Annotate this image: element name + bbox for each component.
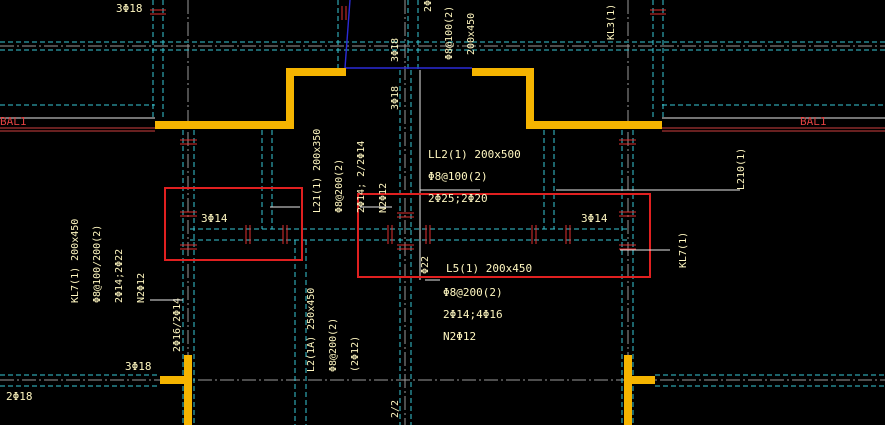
bal1-lines xyxy=(0,127,885,132)
label-ll2-stirrup: Φ8@100(2) xyxy=(428,170,488,183)
label-l2-name: L2(1A) 250x450 xyxy=(306,288,317,372)
label-ll2-bars: 2Φ25;2Φ20 xyxy=(428,192,488,205)
label-top-2d14: 2Φ14 xyxy=(423,0,434,12)
label-top-left-3d18: 3Φ18 xyxy=(116,2,143,15)
label-l5-name: L5(1) 200x450 xyxy=(446,262,532,275)
label-bal1-left: BAL1 xyxy=(0,115,27,128)
label-kl7-right: KL7(1) xyxy=(678,232,689,268)
label-bal1-right: BAL1 xyxy=(800,115,827,128)
horizontal-labels: 3Φ18 BAL1 BAL1 LL2(1) 200x500 Φ8@100(2) … xyxy=(0,2,827,403)
label-top-3d18-b: 3Φ18 xyxy=(390,38,401,62)
label-bottom-3d18: 3Φ18 xyxy=(125,360,152,373)
label-l21-n: N2Φ12 xyxy=(378,183,389,213)
label-bottom-22: 2/2 xyxy=(390,400,401,418)
label-l5-stirrup: Φ8@200(2) xyxy=(443,286,503,299)
label-left-3d14: 3Φ14 xyxy=(201,212,228,225)
label-l210: L210(1) xyxy=(736,148,747,190)
label-l21-stirrup: Φ8@200(2) xyxy=(334,159,345,213)
label-l2-stirrup: Φ8@200(2) xyxy=(328,318,339,372)
label-kl3: KL3(1) xyxy=(606,4,617,40)
highlight-box-left xyxy=(164,187,303,261)
label-ll2-name: LL2(1) 200x500 xyxy=(428,148,521,161)
leader-lines xyxy=(150,189,740,301)
label-l5-bars: 2Φ14;4Φ16 xyxy=(443,308,503,321)
label-kl7-name: KL7(1) 200x450 xyxy=(70,219,81,303)
label-left-2d16: 2Φ16/2Φ14 xyxy=(172,298,183,352)
label-mid-3d18: 3Φ18 xyxy=(390,86,401,110)
label-kl7-n: N2Φ12 xyxy=(136,273,147,303)
label-right-3d14: 3Φ14 xyxy=(581,212,608,225)
label-l5-n: N2Φ12 xyxy=(443,330,476,343)
vertical-labels: 2Φ14 Φ8@100(2) 200x450 3Φ18 3Φ18 KL3(1) … xyxy=(70,0,747,418)
label-top-stirrup: Φ8@100(2) xyxy=(444,6,455,60)
label-bottom-2d18: 2Φ18 xyxy=(6,390,33,403)
label-kl7-stirrup: Φ8@100/200(2) xyxy=(92,225,103,303)
rebar-ticks xyxy=(150,6,666,250)
label-kl7-bars: 2Φ14;2Φ22 xyxy=(114,249,125,303)
label-l2-n: (2Φ12) xyxy=(350,336,361,372)
label-d22: Φ22 xyxy=(420,256,431,274)
beam-solid-lines xyxy=(0,70,885,280)
label-l21-bars: 2Φ14; 2/2Φ14 xyxy=(356,141,367,213)
highlight-box-right xyxy=(357,193,651,278)
label-l21-name: L21(1) 200x350 xyxy=(312,129,323,213)
label-top-size: 200x450 xyxy=(466,13,477,55)
highlight-boxes xyxy=(164,187,651,278)
blue-lines xyxy=(344,0,472,69)
wall-outline xyxy=(155,68,662,425)
